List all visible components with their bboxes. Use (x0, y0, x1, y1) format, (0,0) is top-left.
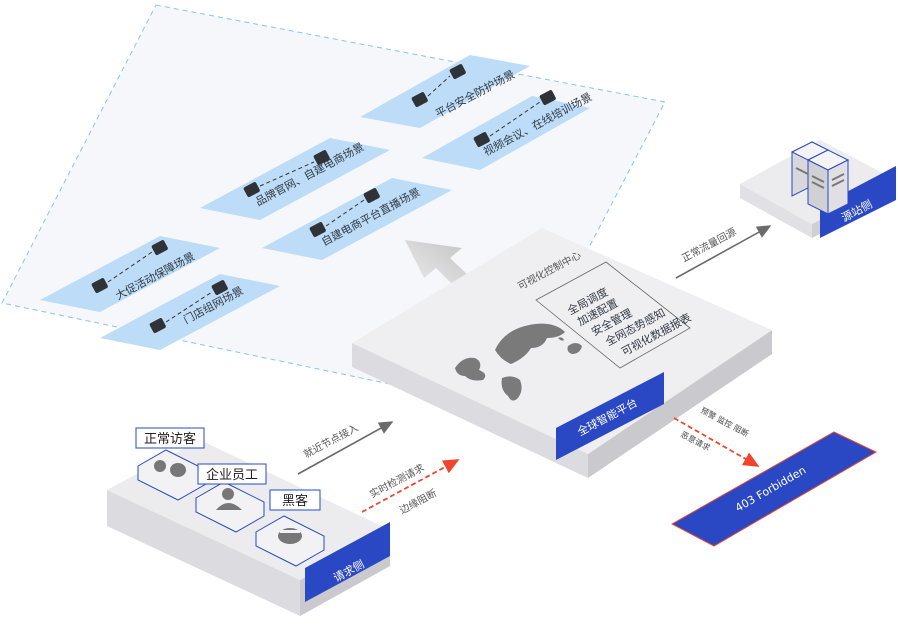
scenario-tile (262, 178, 452, 260)
scenario-tile (360, 55, 530, 128)
shield-yen-icon (411, 92, 428, 107)
app-icon (313, 150, 330, 165)
scenario-connector (107, 251, 153, 283)
actions-label: 预警 监控 阻断 (699, 405, 751, 439)
access-label: 就近节点接入 (301, 421, 360, 461)
malicious-arrow: 预警 监控 阻断 恶意请求 (673, 405, 760, 467)
requester-label-band (305, 522, 390, 602)
scenario-tile (100, 274, 280, 350)
user-employee: 企业员工 (195, 463, 267, 533)
platform-top (352, 228, 772, 454)
scenario-connector (259, 161, 315, 187)
detect-label: 实时检测请求 (367, 461, 426, 501)
visitor-icon (154, 460, 186, 477)
forbidden-band (670, 431, 878, 547)
scenario-connector (325, 199, 365, 227)
employee-label: 企业员工 (206, 467, 258, 483)
store-icon (149, 318, 166, 333)
scenario-tile (40, 236, 220, 312)
monitor-crown-icon (243, 182, 260, 197)
malicious-label: 恶意请求 (679, 429, 712, 453)
platform-label-band (556, 372, 664, 460)
scenario-connector (489, 101, 541, 137)
employee-icon (216, 488, 242, 510)
audience-icon (363, 188, 380, 203)
origin-flow-arrow: 正常流量回源 (675, 225, 772, 279)
user-hacker: 黑客 (255, 489, 325, 567)
hacker-icon (449, 64, 466, 79)
hacker-label-box (269, 489, 321, 511)
hacker-icon (278, 528, 302, 544)
edge-block-arrow: 实时检测请求 边缘阻断 (361, 459, 460, 517)
visitor-label-box (135, 427, 205, 449)
scenario-tile (422, 96, 590, 170)
scenario-connector (427, 75, 451, 97)
origin-block: 源站侧 (740, 140, 896, 238)
hacker-label: 黑客 (282, 493, 308, 509)
store-icon (211, 280, 228, 295)
visitor-label: 正常访客 (144, 431, 196, 447)
control-center-box (535, 261, 691, 369)
block-label: 边缘阻断 (397, 486, 438, 516)
scenario-tile (200, 138, 390, 220)
smartwatch-icon (151, 240, 168, 255)
world-map-icon (455, 323, 582, 401)
video-play-icon (539, 90, 556, 105)
scenario-connector (165, 291, 213, 323)
server-icon (790, 141, 850, 215)
origin-label-band (820, 166, 896, 238)
employee-label-box (197, 463, 267, 485)
origin-flow-label: 正常流量回源 (679, 225, 738, 265)
video-play-icon (473, 132, 490, 147)
access-arrow: 就近节点接入 (297, 421, 394, 475)
shopping-bag-icon (91, 278, 108, 293)
user-visitor: 正常访客 (135, 427, 207, 501)
microphone-icon (309, 222, 326, 237)
global-platform: 全球智能平台 可视化控制中心 全局调度 加速配置 安全管理 全网态势感知 可视化… (352, 228, 772, 478)
